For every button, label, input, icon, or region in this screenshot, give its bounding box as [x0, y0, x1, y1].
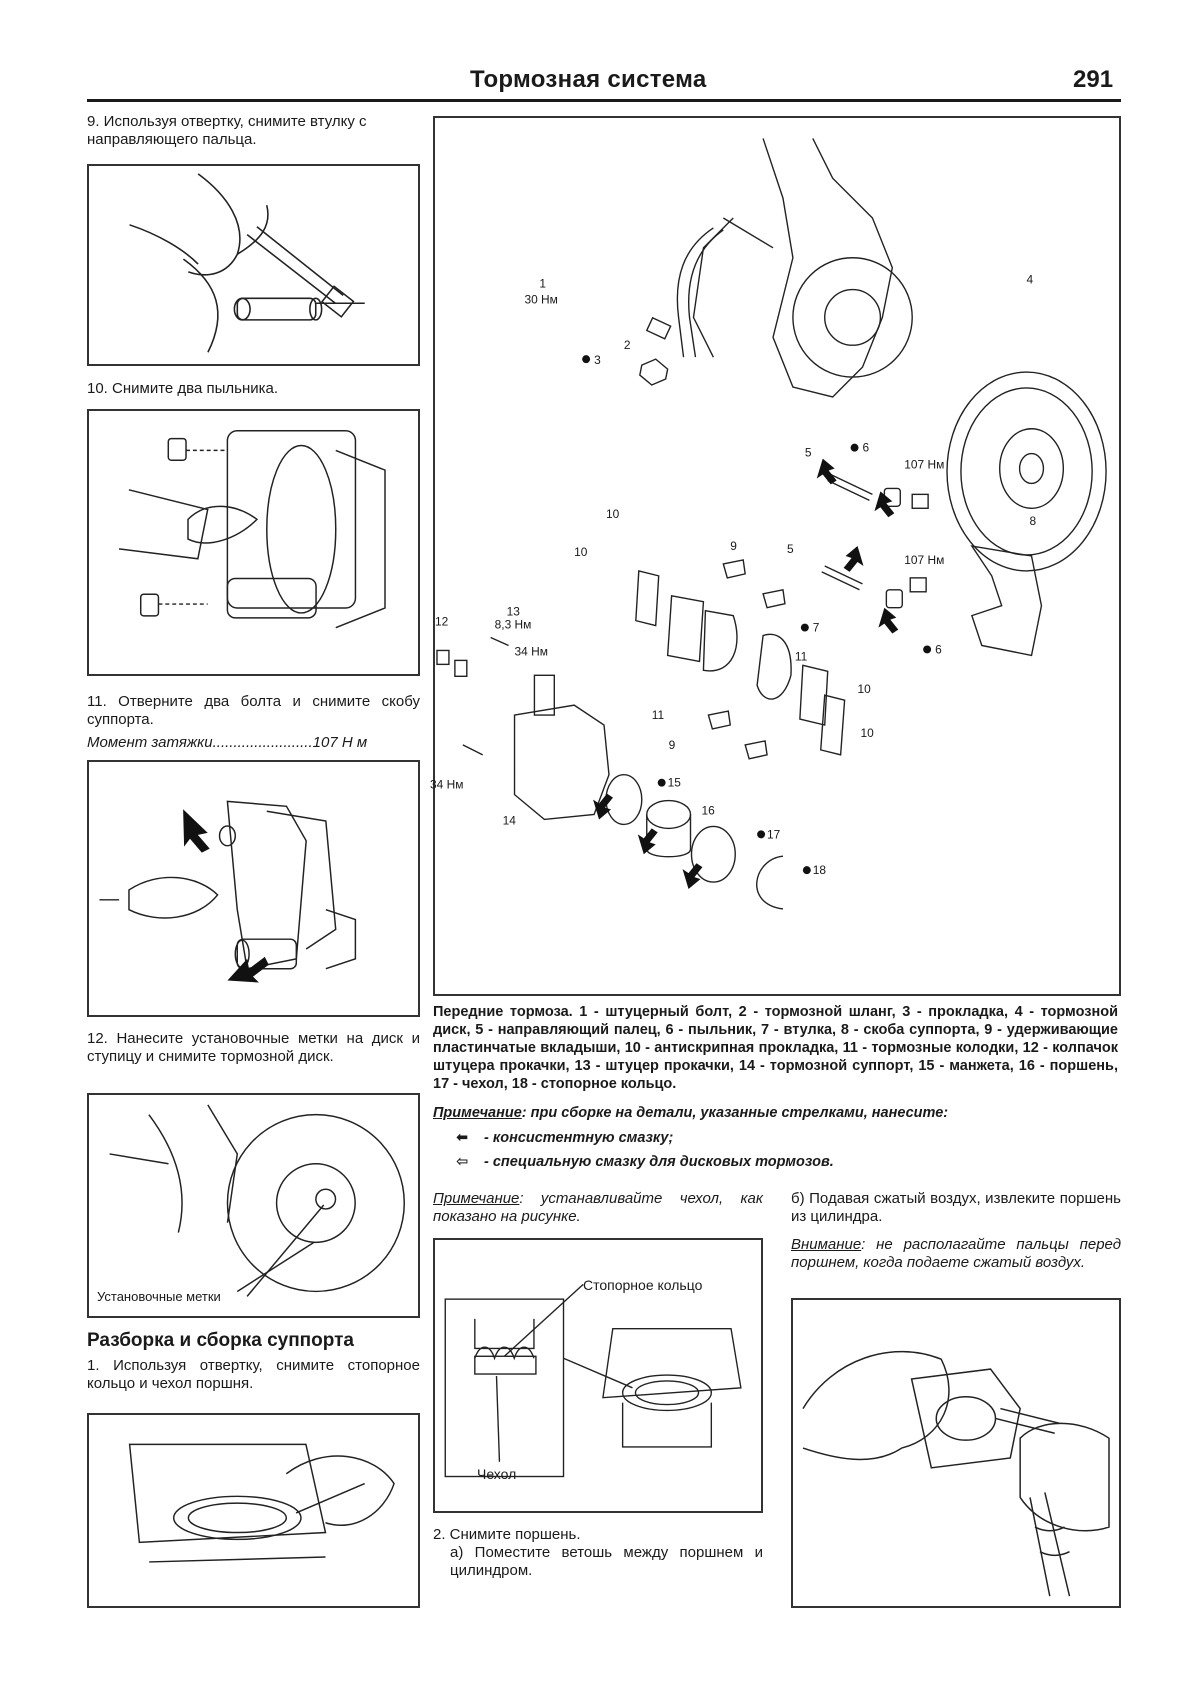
- grease-note: Примечание: при сборке на детали, указан…: [433, 1105, 1118, 1121]
- section-step-1-text: 1. Используя отвертку, снимите стопорное…: [87, 1357, 420, 1392]
- boot-note-text: : устанавливайте чехол, как показано на …: [433, 1190, 763, 1225]
- grease-note-text: : при сборке на детали, указанные стрелк…: [521, 1105, 949, 1121]
- label-1: 1: [539, 277, 546, 291]
- page-number: 291: [1073, 66, 1114, 93]
- label-8: 8: [1030, 514, 1037, 528]
- boot-installation-illustration: [444, 1283, 742, 1478]
- section-heading: Разборка и сборка суппорта: [87, 1330, 354, 1351]
- figure-label-boot: Чехол: [477, 1466, 517, 1482]
- torque-spec: Момент затяжки........................10…: [87, 734, 420, 752]
- label-2: 2: [624, 338, 631, 352]
- step-2b-text: б) Подавая сжатый воздух, извлеките порш…: [791, 1190, 1121, 1225]
- figure-boot-installation: Стопорное кольцо Чехол: [433, 1238, 763, 1513]
- label-34nm-b: 34 Нм: [430, 778, 463, 792]
- solid-arrow-icon: ⬅: [456, 1130, 469, 1146]
- label-9a: 9: [730, 539, 737, 553]
- figure-label-retaining-ring: Стопорное кольцо: [583, 1277, 703, 1293]
- step-2a-text: а) Поместите ветошь между поршнем и цили…: [450, 1544, 763, 1579]
- figure-label-marks: Установочные метки: [97, 1288, 221, 1306]
- label-10d: 10: [861, 726, 875, 740]
- label-107a: 107 Нм: [904, 458, 944, 472]
- compressed-air-illustration: [802, 1351, 1110, 1597]
- legend-grease-text: - консистентную смазку;: [484, 1130, 674, 1146]
- legend-grease: ⬅ - консистентную смазку;: [456, 1130, 673, 1146]
- exploded-view-diagram: 1 30 Нм 2 3 4 5 5 6 6 107 Нм 107 Нм 7 8 …: [430, 138, 1107, 910]
- label-5a: 5: [805, 446, 812, 460]
- label-14: 14: [503, 813, 517, 827]
- step-11-text: 11. Отверните два болта и снимите скобу …: [87, 693, 420, 728]
- torque-value: 107 Н м: [312, 734, 368, 751]
- label-15: 15: [668, 776, 682, 790]
- arrow-boot-upper: [874, 491, 895, 518]
- warning-note: Внимание: не располагайте пальцы перед п…: [791, 1236, 1121, 1272]
- arrow-pin-upper: [816, 458, 837, 485]
- step-9-text: 9. Используя отвертку, снимите втулку с …: [87, 113, 367, 148]
- arrow-seal: [593, 793, 613, 820]
- arrow-boot: [682, 863, 703, 890]
- figure-remove-retaining-ring: [87, 1413, 420, 1608]
- dust-boots-illustration: [118, 429, 386, 629]
- arrow-lower-bolt: [227, 956, 269, 983]
- figure-remove-caliper-bracket: [87, 760, 420, 1017]
- figure-remove-dust-boots: [87, 409, 420, 676]
- label-7: 7: [813, 621, 820, 635]
- label-12: 12: [435, 615, 449, 629]
- label-10c: 10: [858, 682, 872, 696]
- disc-marks-illustration: [109, 1104, 406, 1297]
- hollow-arrow-icon: ⇦: [456, 1154, 469, 1170]
- figure-mark-disc: Установочные метки: [87, 1093, 420, 1318]
- arrow-upper-bolt: [183, 809, 210, 853]
- warning-label: Внимание: [791, 1236, 862, 1253]
- label-4: 4: [1027, 273, 1034, 287]
- label-8-3nm: 8,3 Нм: [495, 618, 532, 632]
- label-11a: 11: [795, 649, 808, 663]
- torque-label: Момент затяжки........................: [87, 734, 313, 751]
- step-10-text: 10. Снимите два пыльника.: [87, 380, 279, 397]
- header-rule: [87, 99, 1121, 102]
- legend-special-grease: ⇦ - специальную смазку для дисковых тормо…: [456, 1154, 834, 1170]
- label-16: 16: [701, 803, 715, 817]
- figure-remove-piston: [791, 1298, 1121, 1608]
- figure-front-brakes-exploded: 1 30 Нм 2 3 4 5 5 6 6 107 Нм 107 Нм 7 8 …: [430, 116, 1121, 996]
- label-107b: 107 Нм: [904, 553, 944, 567]
- figure-remove-bushing: [87, 164, 420, 366]
- boot-note-label: Примечание: [433, 1190, 520, 1207]
- arrow-piston: [637, 828, 658, 855]
- arrow-boot-lower: [878, 607, 899, 634]
- boot-note: Примечание: устанавливайте чехол, как по…: [433, 1190, 763, 1226]
- legend-special-text: - специальную смазку для дисковых тормоз…: [484, 1154, 834, 1170]
- label-6b: 6: [935, 642, 942, 656]
- figure-caption: Передние тормоза. 1 - штуцерный болт, 2 …: [433, 1004, 1118, 1092]
- label-17: 17: [767, 827, 781, 841]
- screwdriver-illustration: [129, 173, 365, 353]
- step-2-text: 2. Снимите поршень.: [433, 1526, 581, 1543]
- grease-note-label: Примечание: [433, 1105, 522, 1121]
- label-10b: 10: [574, 545, 588, 559]
- label-18: 18: [813, 863, 827, 877]
- label-10a: 10: [606, 507, 620, 521]
- caliper-bracket-illustration: [99, 800, 357, 983]
- label-34nm-a: 34 Нм: [515, 644, 548, 658]
- arrow-pin-lower: [843, 546, 864, 572]
- label-11b: 11: [652, 708, 665, 722]
- label-13: 13: [507, 605, 521, 619]
- step-12-text: 12. Нанесите установочные метки на диск …: [87, 1030, 420, 1065]
- label-6a: 6: [863, 441, 870, 455]
- label-30nm: 30 Нм: [524, 292, 557, 306]
- retaining-ring-illustration: [128, 1443, 395, 1563]
- page-title: Тормозная система: [470, 66, 707, 93]
- label-9b: 9: [669, 738, 676, 752]
- label-3: 3: [594, 353, 601, 367]
- label-5b: 5: [787, 542, 794, 556]
- warning-text: : не располагайте пальцы перед поршнем, …: [791, 1236, 1121, 1271]
